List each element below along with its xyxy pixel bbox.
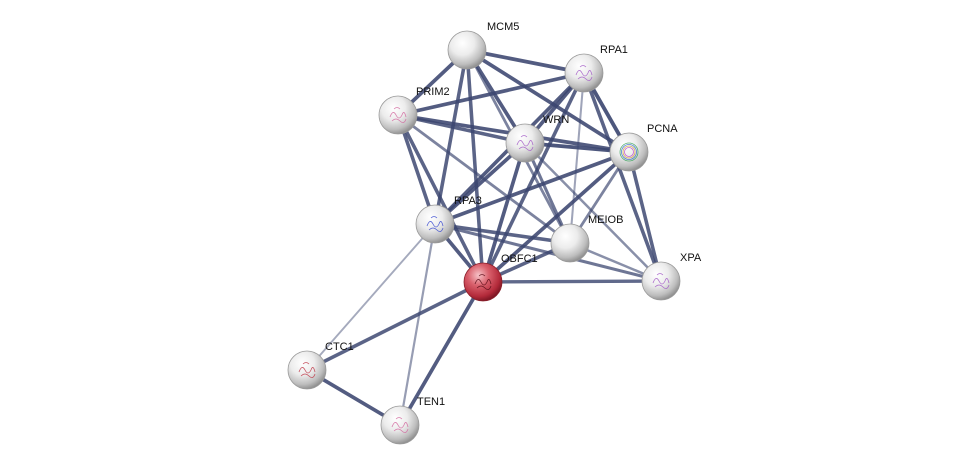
- edges: [305, 48, 663, 427]
- node-circle-ctc1[interactable]: [287, 350, 327, 390]
- node-circle-pcna[interactable]: [609, 132, 649, 172]
- edge-rpa3-meiob[interactable]: [433, 222, 572, 245]
- structure-icon-ctc1: [298, 362, 316, 378]
- edge-obfc1-ctc1[interactable]: [305, 280, 485, 372]
- node-wrn[interactable]: WRN: [505, 114, 569, 163]
- edge-pcna-obfc1[interactable]: [481, 150, 631, 284]
- edge-rpa3-ten1[interactable]: [398, 222, 437, 427]
- edge-rpa3-ctc1[interactable]: [306, 223, 436, 371]
- node-label-obfc1: OBFC1: [501, 253, 538, 265]
- node-label-ten1: TEN1: [417, 396, 445, 408]
- node-xpa[interactable]: XPA: [641, 252, 702, 301]
- edge-obfc1-ten1[interactable]: [398, 280, 485, 427]
- edge-wrn-xpa[interactable]: [523, 141, 663, 283]
- node-label-meiob: MEIOB: [588, 214, 623, 226]
- edge-prim2-obfc1[interactable]: [396, 113, 485, 284]
- node-circle-obfc1[interactable]: [463, 262, 503, 302]
- node-label-wrn: WRN: [543, 114, 569, 126]
- edge-rpa1-xpa[interactable]: [582, 71, 663, 283]
- structure-icon-obfc1: [474, 274, 492, 290]
- node-label-mcm5: MCM5: [487, 21, 519, 33]
- node-label-rpa1: RPA1: [600, 44, 628, 56]
- edge-mcm5-obfc1[interactable]: [465, 48, 485, 284]
- node-label-xpa: XPA: [680, 252, 702, 264]
- node-rpa3[interactable]: RPA3: [415, 195, 482, 244]
- node-circle-ten1[interactable]: [380, 405, 420, 445]
- node-prim2[interactable]: PRIM2: [378, 86, 450, 135]
- edge-mcm5-rpa1[interactable]: [465, 48, 586, 75]
- edge-obfc1-xpa[interactable]: [481, 279, 663, 284]
- structure-icon-prim2: [389, 107, 407, 123]
- node-ctc1[interactable]: CTC1: [287, 341, 354, 390]
- node-label-prim2: PRIM2: [416, 86, 450, 98]
- structure-icon-rpa1: [575, 65, 593, 81]
- edge-pcna-rpa3[interactable]: [433, 150, 631, 226]
- node-circle-mcm5[interactable]: [447, 30, 487, 70]
- node-circle-rpa1[interactable]: [564, 53, 604, 93]
- node-label-pcna: PCNA: [647, 123, 678, 135]
- edge-mcm5-pcna[interactable]: [465, 48, 631, 154]
- edge-wrn-obfc1[interactable]: [481, 141, 527, 284]
- node-meiob[interactable]: MEIOB: [550, 214, 623, 263]
- structure-icon-rpa3: [426, 216, 444, 232]
- structure-icon-ten1: [391, 417, 409, 433]
- structure-icon-xpa: [652, 273, 670, 289]
- structure-icon-wrn: [516, 135, 534, 151]
- structure-icon-pcna: [619, 142, 639, 162]
- node-circle-xpa[interactable]: [641, 261, 681, 301]
- node-circle-prim2[interactable]: [378, 95, 418, 135]
- node-label-ctc1: CTC1: [325, 341, 354, 353]
- edge-rpa1-obfc1[interactable]: [481, 71, 586, 284]
- node-circle-meiob[interactable]: [550, 223, 590, 263]
- node-rpa1[interactable]: RPA1: [564, 44, 628, 93]
- edge-rpa1-prim2[interactable]: [396, 71, 586, 117]
- node-label-rpa3: RPA3: [454, 195, 482, 207]
- node-mcm5[interactable]: MCM5: [447, 21, 519, 70]
- node-circle-rpa3[interactable]: [415, 204, 455, 244]
- edge-pcna-xpa[interactable]: [627, 150, 663, 283]
- edge-wrn-rpa3[interactable]: [433, 141, 527, 226]
- node-ten1[interactable]: TEN1: [380, 396, 445, 445]
- edge-rpa1-meiob[interactable]: [568, 71, 586, 245]
- node-obfc1[interactable]: OBFC1: [463, 253, 538, 302]
- node-circle-wrn[interactable]: [505, 123, 545, 163]
- node-pcna[interactable]: PCNA: [609, 123, 678, 172]
